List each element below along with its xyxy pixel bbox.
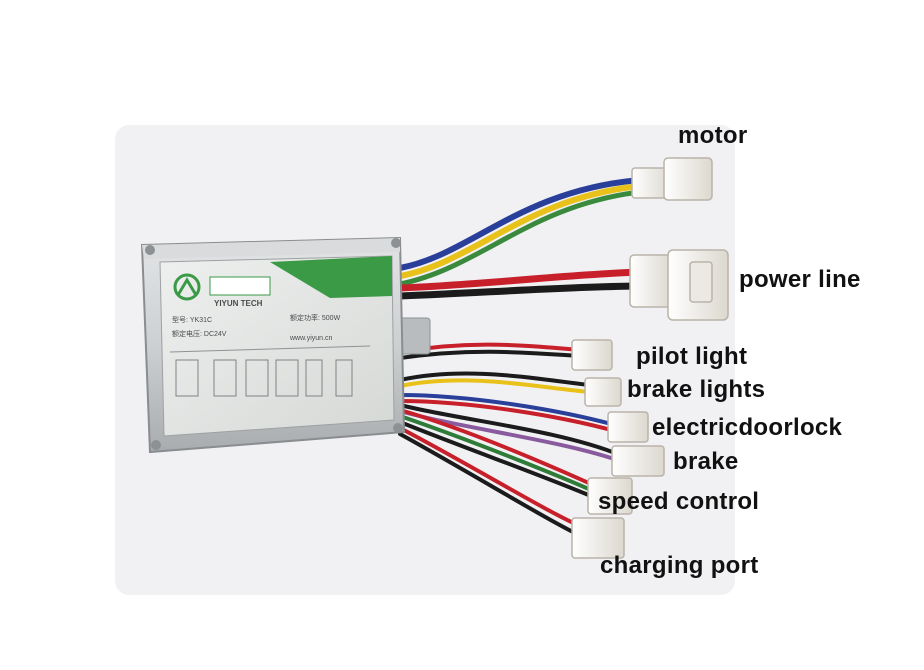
brake-connector xyxy=(611,445,665,477)
label-brake: brake xyxy=(673,448,739,475)
controller-power: 额定功率: 500W xyxy=(290,313,341,322)
speed-control-connector xyxy=(587,477,633,515)
label-power-line: power line xyxy=(739,266,861,293)
label-electric-door-lock: electricdoorlock xyxy=(652,414,843,441)
label-charging-port: charging port xyxy=(600,552,759,579)
pilot-light-connector xyxy=(571,339,613,371)
controller-voltage: 额定电压: DC24V xyxy=(172,329,227,338)
label-motor: motor xyxy=(678,122,748,149)
controller-housing xyxy=(140,236,406,454)
controller-brand: YIYUN TECH xyxy=(214,299,263,308)
charging-port-connector xyxy=(571,517,625,559)
label-brake-lights: brake lights xyxy=(627,376,766,403)
power-line-connector xyxy=(629,254,673,308)
connectors xyxy=(571,157,729,559)
controller-website: www.yiyun.cn xyxy=(289,335,333,342)
brake-lights-connector xyxy=(584,377,622,407)
electric-door-lock-connector xyxy=(607,411,649,443)
controller-model: 型号: YK31C xyxy=(172,315,212,324)
label-speed-control: speed control xyxy=(598,488,760,515)
wire-bundle xyxy=(396,177,644,542)
label-pilot-light: pilot light xyxy=(636,343,748,370)
